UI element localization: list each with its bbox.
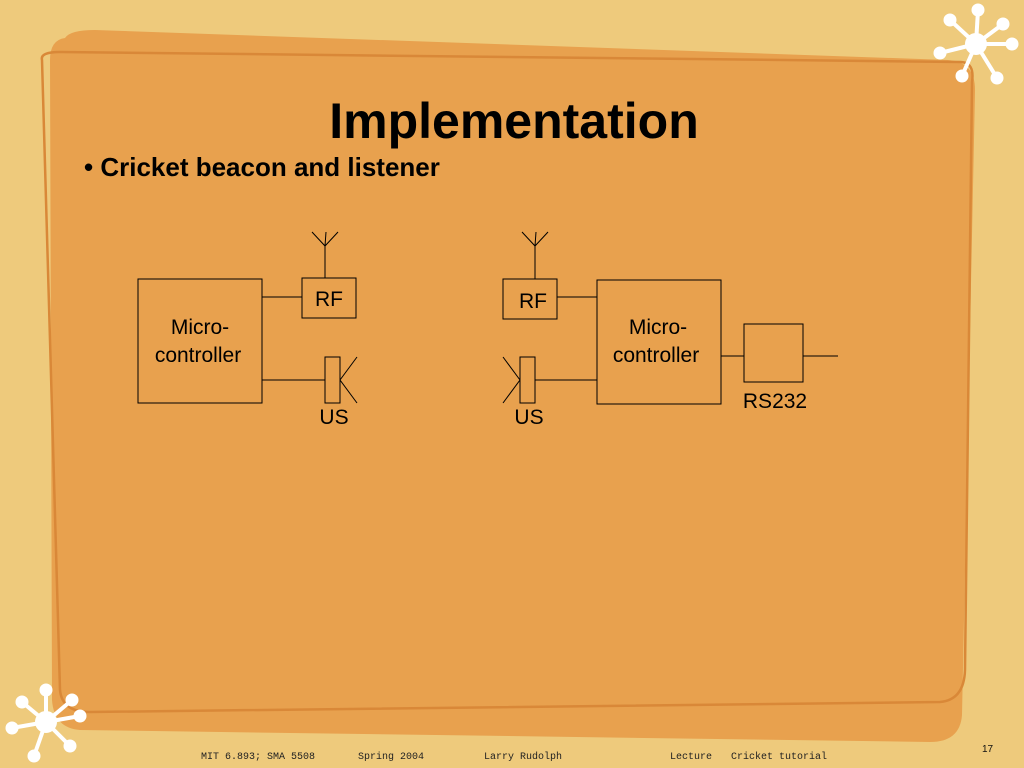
bullet-point: • Cricket beacon and listener bbox=[84, 152, 440, 182]
rs232-label: RS232 bbox=[743, 390, 807, 413]
beacon-ultrasound-transducer-icon bbox=[324, 356, 358, 404]
beacon-rf-box bbox=[301, 277, 357, 319]
starburst-decor-top-right bbox=[933, 3, 1019, 85]
listener-us-label: US bbox=[514, 406, 543, 429]
beacon-microcontroller-label-line2: controller bbox=[155, 344, 241, 367]
slide-title: Implementation bbox=[0, 92, 1024, 150]
footer-topic: Cricket tutorial bbox=[731, 752, 828, 763]
footer-term: Spring 2004 bbox=[358, 752, 425, 763]
rs232-box bbox=[743, 323, 804, 383]
listener-microcontroller-label-line1: Micro- bbox=[629, 316, 687, 339]
slide-title-text: Implementation bbox=[329, 93, 699, 149]
listener-microcontroller-box bbox=[596, 279, 722, 405]
listener-rf-box bbox=[502, 278, 558, 320]
listener-antenna-icon bbox=[521, 231, 549, 279]
footer-type: Lecture bbox=[670, 752, 713, 763]
beacon-microcontroller-box bbox=[137, 278, 263, 404]
beacon-rf-label: RF bbox=[315, 288, 343, 311]
listener-rf-label: RF bbox=[519, 290, 547, 313]
beacon-us-label: US bbox=[319, 406, 348, 429]
footer-course: MIT 6.893; SMA 5508 bbox=[201, 752, 316, 763]
footer-author: Larry Rudolph bbox=[484, 752, 563, 763]
orange-panel bbox=[50, 30, 976, 742]
beacon-antenna-icon bbox=[311, 231, 339, 278]
page-number: 17 bbox=[982, 744, 994, 755]
listener-microcontroller-label-line2: controller bbox=[613, 344, 699, 367]
beacon-microcontroller-label-line1: Micro- bbox=[171, 316, 229, 339]
panel-outline bbox=[40, 50, 974, 714]
starburst-decor-bottom-left bbox=[5, 683, 87, 763]
